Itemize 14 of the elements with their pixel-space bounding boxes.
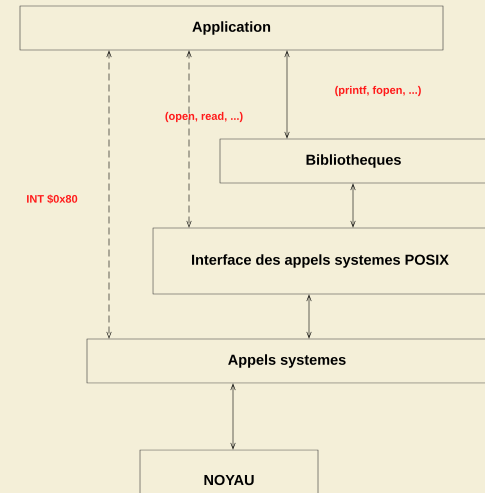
edge-label: INT $0x80 (27, 194, 78, 204)
arrow (284, 50, 290, 139)
layer-box: NOYAU (140, 450, 318, 493)
arrow (306, 294, 312, 339)
arrow (350, 183, 356, 228)
arrow (186, 50, 192, 228)
arrow (230, 383, 236, 450)
layer-box: Application (20, 6, 444, 50)
layer-box: Appels systemes (86, 338, 485, 384)
edge-label: (open, read, ...) (165, 112, 243, 122)
layer-box: Bibliotheques (220, 138, 485, 184)
arrow (106, 50, 112, 339)
layer-box: Interface des appels systemes POSIX (152, 228, 485, 294)
edge-label: (printf, fopen, ...) (335, 86, 421, 96)
